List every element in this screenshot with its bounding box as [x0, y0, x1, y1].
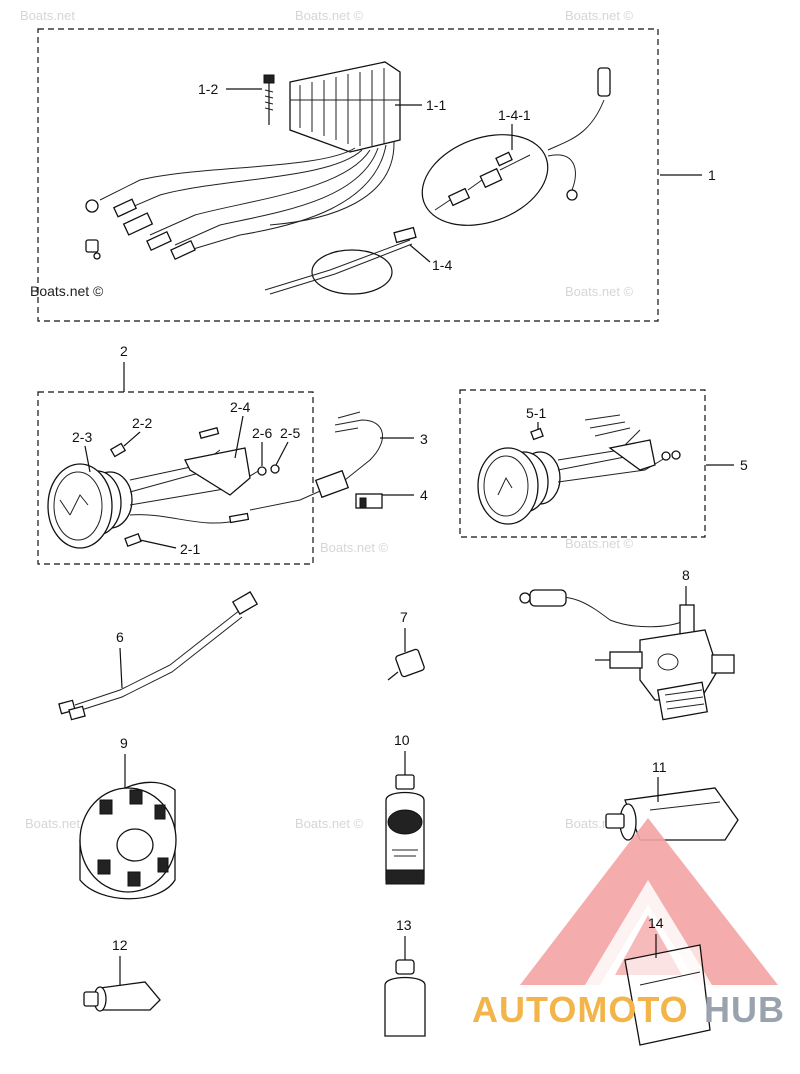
watermark: Boats.net ©: [25, 816, 94, 831]
callout-label: 2-3: [72, 429, 92, 445]
callout-label: 3: [420, 431, 428, 447]
watermark: Boats.net ©: [565, 536, 634, 551]
callout-label: 1: [708, 167, 716, 183]
callout-label: 5-1: [526, 405, 546, 421]
group-5-dashed-box: [459, 389, 706, 538]
callout-label: 12: [112, 937, 128, 953]
connector-part: [355, 493, 383, 509]
group-1-dashed-box: [37, 28, 659, 322]
group-2-dashed-box: [37, 391, 314, 565]
small-tube-part: [83, 981, 161, 1012]
callout-label: 10: [394, 732, 410, 748]
callout-label: 8: [682, 567, 690, 583]
callout-label: 11: [652, 759, 667, 775]
watermark: Boats.net: [20, 8, 75, 23]
watermark: Boats.net ©: [295, 8, 364, 23]
harness-part: [264, 226, 417, 295]
callout-label: 1-4-1: [498, 107, 531, 123]
callout-label: 1-1: [426, 97, 446, 113]
callout-label: 5: [740, 457, 748, 473]
callout-label: 4: [420, 487, 428, 503]
gauge-part: [477, 414, 681, 525]
rotor-part: [79, 781, 177, 900]
callout-label: 1-2: [198, 81, 218, 97]
callout-label: 2-5: [280, 425, 300, 441]
bolt-part: [263, 74, 275, 125]
watermark: Boats.net ©: [320, 540, 389, 555]
callout-label: 14: [648, 915, 664, 931]
grease-tube-part: [605, 787, 739, 841]
watermark: Boats.net ©: [295, 816, 364, 831]
small-bottle-part: [384, 959, 426, 1037]
watermark: Boats.net ©: [565, 284, 634, 299]
switch-assembly-part: [519, 589, 735, 721]
callout-label: 2-1: [180, 541, 200, 557]
packet-part: [624, 944, 711, 1046]
connector-detail-part: [421, 67, 611, 226]
oil-bottle-part: [385, 774, 425, 885]
tachometer-part: [47, 426, 280, 549]
logo-text-automoto: AUTOMOTO: [472, 989, 689, 1030]
tach-harness-part: [249, 411, 383, 511]
callout-label: 1-4: [432, 257, 452, 273]
callout-label: 2-4: [230, 399, 250, 415]
callout-label: 2-6: [252, 425, 272, 441]
callout-label: 13: [396, 917, 412, 933]
regulator-rectifier-part: [85, 61, 401, 261]
cap-part: [387, 648, 425, 681]
callout-label: 2-2: [132, 415, 152, 431]
logo-text-hub: HUB: [704, 989, 785, 1030]
callout-label: 7: [400, 609, 408, 625]
watermark: Boats.net ©: [30, 283, 104, 299]
lead-wire-part: [58, 591, 259, 721]
callout-label: 6: [116, 629, 124, 645]
watermarks: Boats.net Boats.net © Boats.net © Boats.…: [20, 8, 634, 831]
callout-label: 9: [120, 735, 128, 751]
watermark: Boats.net ©: [565, 8, 634, 23]
callout-label: 2: [120, 343, 128, 359]
